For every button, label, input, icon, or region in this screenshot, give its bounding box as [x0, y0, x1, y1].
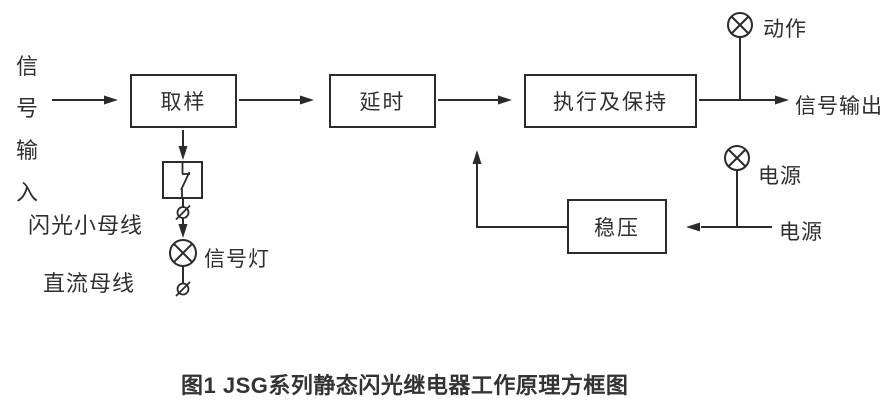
flash-bus-label: 闪光小母线	[28, 213, 144, 238]
dc-bus-label: 直流母线	[43, 271, 136, 296]
arrow-regulator-feedback-line	[476, 163, 567, 228]
signal-input-label: 信号输入	[16, 54, 39, 205]
terminal-icon-dc-bus	[175, 281, 191, 297]
block-delay-label: 延时	[359, 91, 406, 114]
arrowhead-output	[775, 95, 789, 105]
signal-lamp-label: 信号灯	[204, 248, 270, 271]
figure-caption: 图1 JSG系列静态闪光继电器工作原理方框图	[181, 373, 629, 398]
arrowhead-sampling-down	[178, 146, 188, 160]
block-delay: 延时	[329, 74, 436, 128]
arrowhead-power-regulator	[686, 222, 700, 232]
power-source-label: 电源	[779, 221, 823, 244]
block-regulator-label: 稳压	[594, 216, 640, 240]
arrowhead-sampling-delay	[300, 95, 314, 105]
arrowhead-input	[104, 95, 118, 105]
action-lamp-icon	[727, 12, 753, 38]
block-sampling-label: 取样	[160, 91, 207, 114]
arrowhead-delay-execute	[498, 95, 512, 105]
block-execute-hold-label: 执行及保持	[553, 91, 668, 114]
switch-contact-icon	[162, 161, 203, 199]
power-lamp-icon	[724, 145, 750, 171]
power-lamp-label: 电源	[758, 165, 802, 188]
signal-lamp-icon	[169, 239, 197, 267]
block-sampling: 取样	[130, 74, 237, 128]
terminal-icon-flash-bus	[175, 204, 191, 221]
arrowhead-to-signal-lamp	[178, 224, 188, 238]
block-execute-hold: 执行及保持	[524, 74, 697, 128]
signal-output-label: 信号输出	[795, 95, 883, 118]
block-regulator: 稳压	[567, 199, 667, 254]
action-lamp-label: 动作	[763, 18, 807, 41]
arrowhead-regulator-feedback	[472, 150, 482, 164]
